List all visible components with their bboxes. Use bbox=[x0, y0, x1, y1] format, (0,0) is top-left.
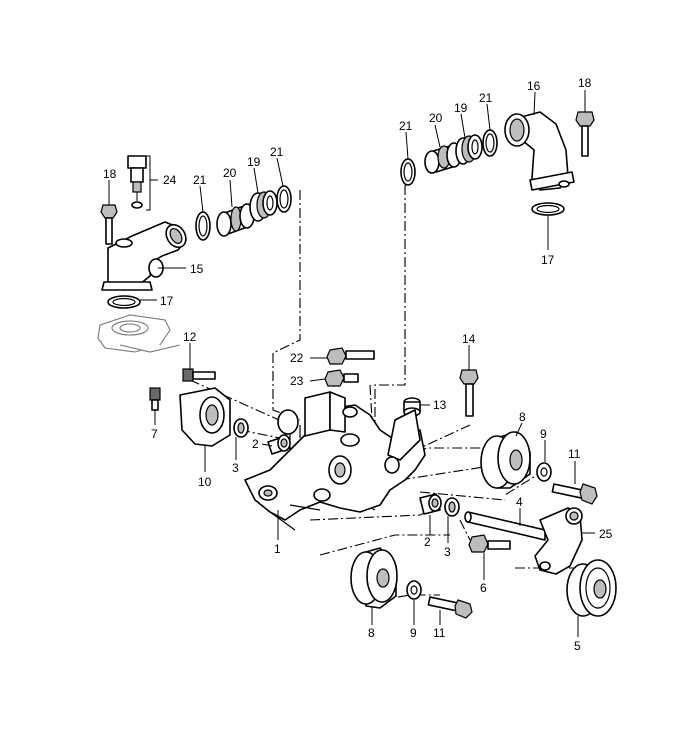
pipe-insert-19-right bbox=[455, 134, 483, 165]
washer-9-upper bbox=[536, 462, 552, 482]
pulley-8-upper bbox=[480, 431, 531, 489]
callout-21-left-b: 21 bbox=[270, 145, 284, 159]
bolt-23 bbox=[324, 369, 359, 387]
leader-lines bbox=[108, 90, 595, 637]
callout-2-right: 2 bbox=[424, 535, 431, 549]
callout-3-right: 3 bbox=[444, 545, 451, 559]
callout-7: 7 bbox=[151, 427, 158, 441]
callout-24: 24 bbox=[163, 173, 177, 187]
callout-13: 13 bbox=[433, 398, 447, 412]
bolt-7 bbox=[149, 387, 161, 411]
callout-21-right-a: 21 bbox=[399, 119, 413, 133]
bolt-6 bbox=[468, 534, 511, 553]
pipe-insert-20-left bbox=[216, 203, 255, 237]
pipe-insert-19-left bbox=[249, 190, 278, 222]
callout-4: 4 bbox=[516, 495, 523, 509]
callout-10: 10 bbox=[198, 475, 212, 489]
callout-11-lower: 11 bbox=[433, 626, 446, 640]
pulley-5 bbox=[566, 559, 617, 617]
callout-25: 25 bbox=[599, 527, 613, 541]
spacer-3-right bbox=[444, 497, 460, 517]
left-pipe-group bbox=[97, 155, 292, 353]
callout-12: 12 bbox=[183, 330, 197, 344]
washer-9-lower bbox=[406, 580, 422, 600]
sleeve-2-left bbox=[267, 434, 291, 455]
bolt-12 bbox=[182, 368, 216, 382]
callout-labels: 18 24 21 20 19 21 15 17 21 20 19 21 16 1… bbox=[103, 76, 613, 653]
callout-15: 15 bbox=[190, 262, 204, 276]
assembly-lines bbox=[189, 185, 575, 601]
callout-1: 1 bbox=[274, 542, 281, 556]
bolt-18-right bbox=[575, 111, 595, 157]
callout-18-right: 18 bbox=[578, 76, 592, 90]
o-ring-21-left-b bbox=[276, 185, 292, 213]
shaft-4 bbox=[464, 511, 546, 541]
engine-mount-ghost bbox=[97, 314, 181, 353]
callout-19-left: 19 bbox=[247, 155, 261, 169]
spacer-3-left bbox=[233, 418, 249, 438]
bolt-22 bbox=[326, 347, 375, 365]
temperature-sensor-24 bbox=[127, 155, 147, 209]
callout-17-left: 17 bbox=[160, 294, 174, 308]
callout-16: 16 bbox=[527, 79, 541, 93]
callout-2-left: 2 bbox=[252, 437, 259, 451]
flange-10 bbox=[179, 387, 231, 447]
thermostat-housing-15 bbox=[101, 221, 187, 291]
callout-23: 23 bbox=[290, 374, 304, 388]
main-bracket-1 bbox=[244, 391, 426, 531]
pulley-8-lower bbox=[350, 547, 398, 609]
callout-5: 5 bbox=[574, 639, 581, 653]
callout-18-left: 18 bbox=[103, 167, 117, 181]
callout-3-left: 3 bbox=[232, 461, 239, 475]
callout-21-right-b: 21 bbox=[479, 91, 493, 105]
right-pipe-group bbox=[400, 111, 595, 216]
callout-17-right: 17 bbox=[541, 253, 555, 267]
callout-19-right: 19 bbox=[454, 101, 468, 115]
callout-8-upper: 8 bbox=[519, 410, 526, 424]
callout-9-upper: 9 bbox=[540, 427, 547, 441]
callout-6: 6 bbox=[480, 581, 487, 595]
callout-14: 14 bbox=[462, 332, 476, 346]
coolant-elbow-16 bbox=[504, 111, 575, 191]
bolt-18-left bbox=[100, 204, 118, 245]
callout-11-upper: 11 bbox=[568, 447, 581, 461]
bolt-14 bbox=[459, 369, 479, 417]
callout-20-left: 20 bbox=[223, 166, 237, 180]
callout-20-right: 20 bbox=[429, 111, 443, 125]
bolt-11-upper bbox=[551, 483, 598, 505]
callout-8-lower: 8 bbox=[368, 626, 375, 640]
sleeve-2-right bbox=[419, 493, 442, 515]
bolt-11-lower bbox=[427, 596, 473, 619]
callout-9-lower: 9 bbox=[410, 626, 417, 640]
callout-21-left-a: 21 bbox=[193, 173, 207, 187]
callout-22: 22 bbox=[290, 351, 304, 365]
tensioner-arm-25 bbox=[534, 507, 583, 575]
